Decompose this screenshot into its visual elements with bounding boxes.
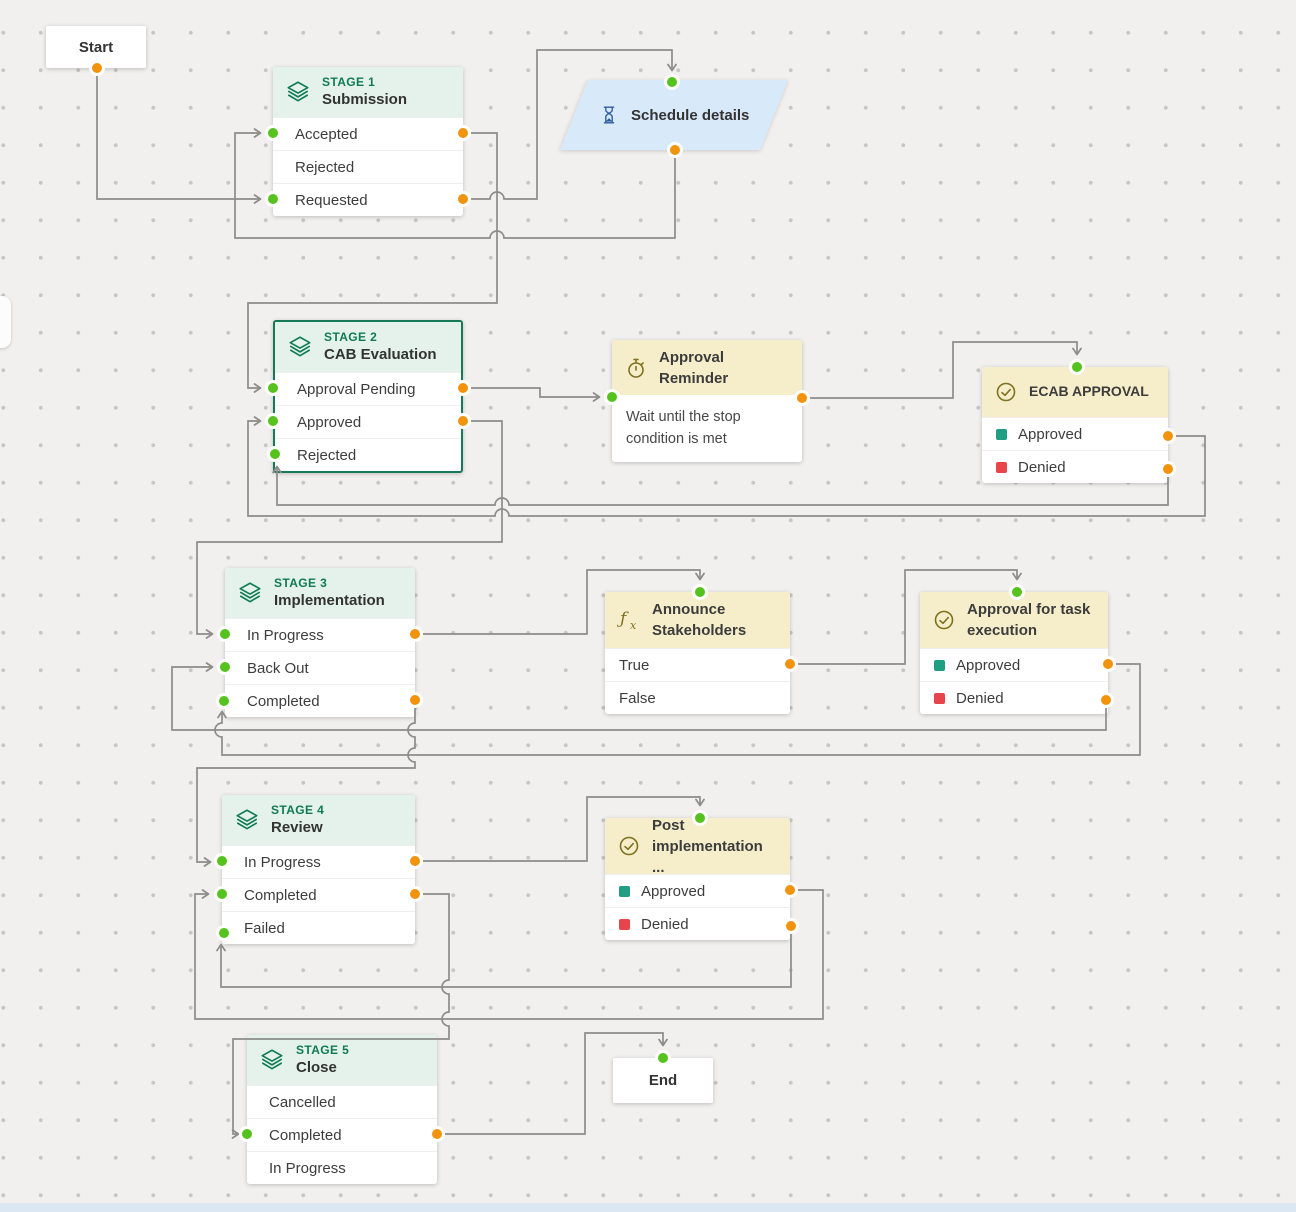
stage3-title: Implementation <box>274 592 385 610</box>
stage1-title: Submission <box>322 91 408 109</box>
denied-bullet <box>934 692 945 704</box>
collapsed-side-panel-tab[interactable] <box>0 296 11 348</box>
stage1-header: STAGE 1 Submission <box>273 67 463 117</box>
layers-icon <box>259 1047 285 1073</box>
post-impl-row-approved[interactable]: Approved <box>605 874 790 907</box>
timer-icon <box>624 356 648 380</box>
check-circle-icon <box>617 834 641 858</box>
denied-bullet <box>996 461 1007 473</box>
stage3-row-completed[interactable]: Completed <box>225 684 415 717</box>
stage5-node[interactable]: STAGE 5 Close Cancelled Completed In Pro… <box>247 1035 437 1184</box>
stage2-row-approved[interactable]: Approved <box>275 405 461 438</box>
start-label: Start <box>78 38 114 56</box>
ecab-approval-node[interactable]: ECAB APPROVAL Approved Denied <box>982 367 1168 483</box>
task-approval-node[interactable]: Approval for task execution Approved Den… <box>920 592 1108 714</box>
stage2-row-approval-pending[interactable]: Approval Pending <box>275 372 461 405</box>
stage3-row-in-progress[interactable]: In Progress <box>225 618 415 651</box>
stage5-stage-label: STAGE 5 <box>296 1043 350 1058</box>
ecab-approved-label: Approved <box>1018 425 1083 443</box>
svg-text:ƒ: ƒ <box>617 609 629 629</box>
end-node[interactable]: End <box>613 1058 713 1103</box>
stage4-header: STAGE 4 Review <box>222 795 415 845</box>
stage2-header: STAGE 2 CAB Evaluation <box>275 322 461 372</box>
task-denied-label: Denied <box>956 689 1004 707</box>
approved-bullet <box>619 885 630 897</box>
edge-stage2-approval-pending-to-reminder[interactable] <box>463 387 601 402</box>
svg-text:x: x <box>630 619 637 632</box>
layers-icon <box>234 807 260 833</box>
stage4-row-completed[interactable]: Completed <box>222 878 415 911</box>
task-approval-row-approved[interactable]: Approved <box>920 648 1108 681</box>
ecab-row-approved[interactable]: Approved <box>982 417 1168 450</box>
ecab-denied-label: Denied <box>1018 458 1066 476</box>
ecab-approval-title: ECAB APPROVAL <box>1029 383 1149 400</box>
post-impl-denied-label: Denied <box>641 915 689 933</box>
approval-reminder-header: Approval Reminder <box>612 340 802 395</box>
task-approval-header: Approval for task execution <box>920 592 1108 648</box>
check-circle-icon <box>932 608 956 632</box>
stage3-node[interactable]: STAGE 3 Implementation In Progress Back … <box>225 568 415 717</box>
stage3-header: STAGE 3 Implementation <box>225 568 415 618</box>
post-implementation-header: Post implementation ... <box>605 817 790 876</box>
approval-reminder-node[interactable]: Approval Reminder Wait until the stop co… <box>612 340 802 462</box>
stage1-node[interactable]: STAGE 1 Submission Accepted Rejected Req… <box>273 67 463 216</box>
edge-start-to-stage1-requested[interactable] <box>96 68 262 204</box>
stage2-stage-label: STAGE 2 <box>324 330 378 345</box>
stage4-node[interactable]: STAGE 4 Review In Progress Completed Fai… <box>222 795 415 944</box>
layers-icon <box>287 334 313 360</box>
layers-icon <box>237 580 263 606</box>
hourglass-icon <box>598 103 620 127</box>
stage2-node[interactable]: STAGE 2 CAB Evaluation Approval Pending … <box>273 320 463 473</box>
post-impl-approved-label: Approved <box>641 882 706 900</box>
stage5-title: Close <box>296 1059 337 1077</box>
check-circle-icon <box>994 380 1018 404</box>
stage4-row-in-progress[interactable]: In Progress <box>222 845 415 878</box>
stage3-row-back-out[interactable]: Back Out <box>225 651 415 684</box>
schedule-details-node[interactable]: Schedule details <box>560 80 788 150</box>
task-approval-row-denied[interactable]: Denied <box>920 681 1108 714</box>
stage5-row-completed[interactable]: Completed <box>247 1118 437 1151</box>
stage4-stage-label: STAGE 4 <box>271 803 325 818</box>
stage3-stage-label: STAGE 3 <box>274 576 328 591</box>
task-approval-title: Approval for task execution <box>967 601 1091 639</box>
approved-bullet <box>934 659 945 671</box>
layers-icon <box>285 79 311 105</box>
end-label: End <box>648 1072 678 1089</box>
stage5-row-in-progress[interactable]: In Progress <box>247 1151 437 1184</box>
post-implementation-title: Post implementation ... <box>652 816 763 876</box>
announce-stakeholders-title: Announce Stakeholders <box>652 601 747 639</box>
post-impl-row-denied[interactable]: Denied <box>605 907 790 940</box>
stage1-row-accepted[interactable]: Accepted <box>273 117 463 150</box>
schedule-details-label: Schedule details <box>631 106 750 124</box>
start-node[interactable]: Start <box>46 26 146 68</box>
stage1-row-requested[interactable]: Requested <box>273 183 463 216</box>
stage1-stage-label: STAGE 1 <box>322 75 376 90</box>
approval-reminder-title: Approval Reminder <box>659 348 729 387</box>
denied-bullet <box>619 918 630 930</box>
approval-reminder-body: Wait until the stop condition is met <box>626 409 741 448</box>
ecab-approval-header: ECAB APPROVAL <box>982 367 1168 417</box>
stage1-row-rejected[interactable]: Rejected <box>273 150 463 183</box>
stage5-row-cancelled[interactable]: Cancelled <box>247 1085 437 1118</box>
approved-bullet <box>996 428 1007 440</box>
stage5-header: STAGE 5 Close <box>247 1035 437 1085</box>
task-approved-label: Approved <box>956 656 1021 674</box>
bottom-scroll-strip <box>0 1203 1296 1212</box>
stage4-title: Review <box>271 819 323 837</box>
post-implementation-node[interactable]: Post implementation ... Approved Denied <box>605 817 790 940</box>
stage2-title: CAB Evaluation <box>324 346 437 364</box>
ecab-row-denied[interactable]: Denied <box>982 450 1168 483</box>
announce-row-false[interactable]: False <box>605 681 790 714</box>
announce-row-true[interactable]: True <box>605 648 790 681</box>
stage2-row-rejected[interactable]: Rejected <box>275 438 461 471</box>
stage4-row-failed[interactable]: Failed <box>222 911 415 944</box>
